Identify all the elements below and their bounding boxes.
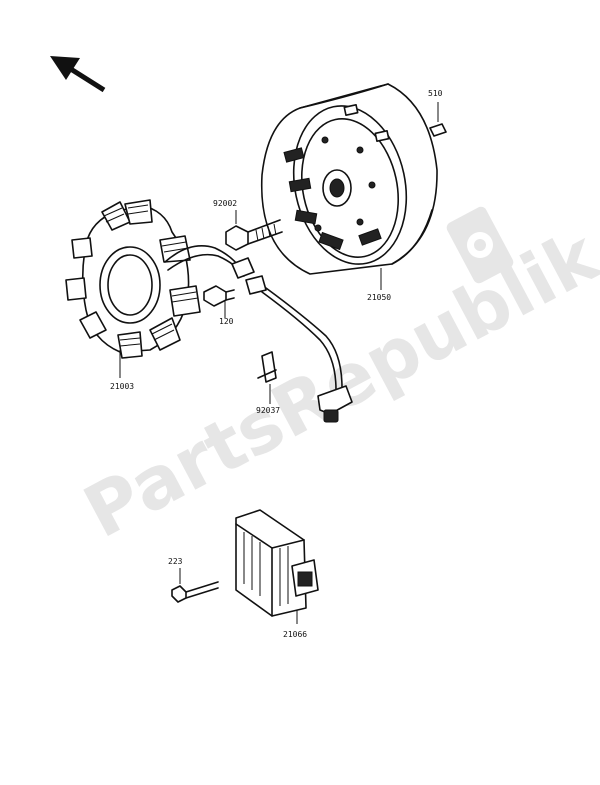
regulator-bolt xyxy=(171,568,219,603)
pickup-harness xyxy=(231,257,353,423)
label-regulator: 21066 xyxy=(283,630,307,639)
flywheel-rotor xyxy=(260,83,438,290)
label-clamp: 92037 xyxy=(256,406,280,415)
label-regulator-bolt: 223 xyxy=(168,557,183,566)
flywheel-bolt xyxy=(225,210,283,251)
label-stator-bolt: 120 xyxy=(219,317,234,326)
label-key: 510 xyxy=(428,89,443,98)
label-stator-coil: 21003 xyxy=(110,382,134,391)
stator-coil xyxy=(65,199,245,378)
stator-bolt xyxy=(203,285,235,318)
gear-icon xyxy=(446,206,514,284)
regulator xyxy=(235,509,319,624)
key xyxy=(429,102,447,137)
label-flywheel-rotor: 21050 xyxy=(367,293,391,302)
direction-arrow-icon xyxy=(50,56,106,93)
label-flywheel-bolt: 92002 xyxy=(213,199,237,208)
clamp xyxy=(257,351,277,404)
